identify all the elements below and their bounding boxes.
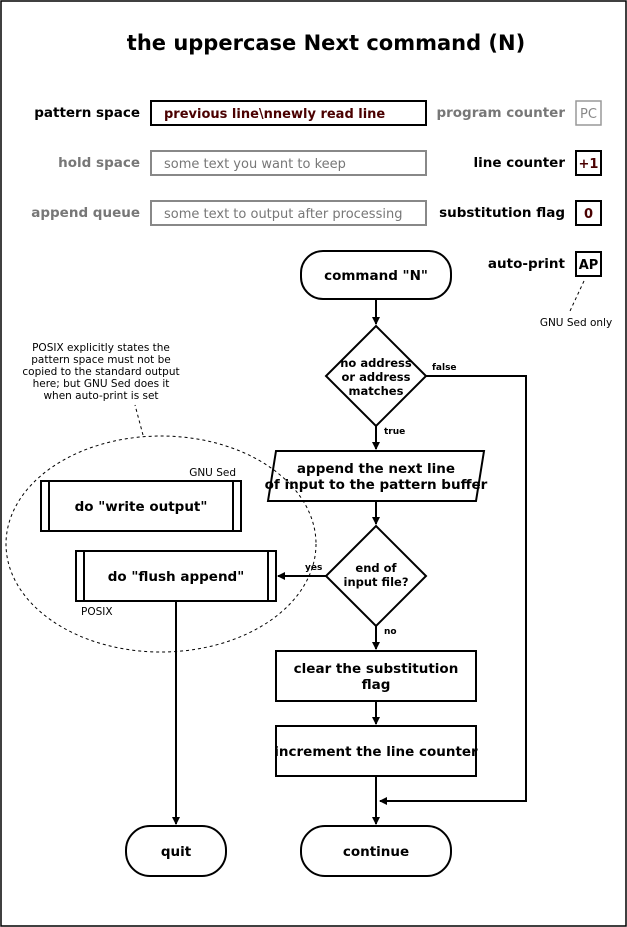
edge-false-to-continue	[379, 375, 527, 805]
posix-note-leader	[134, 404, 144, 436]
edge-yes-label: yes	[305, 563, 322, 573]
append-queue-value: some text to output after processing	[164, 207, 402, 222]
append-line-step-line-2: of input to the pattern buffer	[265, 477, 488, 493]
hold-space-field	[150, 150, 427, 176]
pattern-space-field	[150, 100, 427, 126]
write-output-subroutine	[40, 480, 242, 532]
auto-print-value: AP	[579, 258, 599, 273]
edge-no-label: no	[384, 627, 397, 637]
address-decision-line-2: or address	[342, 370, 411, 384]
program-counter-value: PC	[580, 107, 597, 122]
auto-print-label: auto-print	[488, 256, 566, 272]
clear-flag-step-line-2: flag	[362, 677, 391, 693]
eof-decision-line-1: end of	[355, 561, 397, 575]
clear-flag-step-line-1: clear the substitution	[294, 661, 459, 677]
line-counter-box	[575, 150, 602, 176]
append-line-step	[266, 450, 486, 502]
hold-space-value: some text you want to keep	[164, 157, 346, 172]
flush-append-label: do "flush append"	[108, 569, 245, 585]
posix-note-line-1: POSIX explicitly states the	[32, 342, 170, 354]
pattern-space-value: previous line\nnewly read line	[164, 107, 385, 122]
address-decision-line-3: matches	[349, 384, 404, 398]
append-queue-label: append queue	[31, 205, 140, 221]
posix-note-line-5: when auto-print is set	[43, 390, 158, 402]
append-line-step-line-1: append the next line	[297, 461, 455, 477]
increment-step-label: increment the line counter	[274, 744, 478, 760]
gnu-sed-group-label: GNU Sed	[189, 467, 236, 479]
posix-note-line-3: copied to the standard output	[22, 366, 179, 378]
quit-terminal	[125, 825, 227, 877]
gnu-posix-dashed-group	[5, 435, 317, 653]
quit-terminal-label: quit	[161, 844, 192, 860]
edge-true-label: true	[384, 427, 405, 437]
eof-decision-line-2: input file?	[344, 575, 409, 589]
start-terminal-label: command "N"	[324, 268, 428, 284]
substitution-flag-label: substitution flag	[439, 205, 565, 221]
substitution-flag-value: 0	[584, 207, 593, 222]
hold-space-label: hold space	[58, 155, 140, 171]
program-counter-box	[575, 100, 602, 126]
continue-terminal-label: continue	[343, 844, 409, 860]
program-counter-label: program counter	[436, 105, 565, 121]
substitution-flag-box	[575, 200, 602, 226]
posix-note-line-4: here; but GNU Sed does it	[33, 378, 170, 390]
edge-false-label: false	[432, 363, 457, 373]
auto-print-note: GNU Sed only	[540, 317, 612, 329]
continue-terminal	[300, 825, 452, 877]
pattern-space-label: pattern space	[34, 105, 140, 121]
line-counter-value: +1	[579, 157, 599, 172]
append-queue-field	[150, 200, 427, 226]
flush-append-subroutine	[75, 550, 277, 602]
address-decision-line-1: no address	[340, 356, 412, 370]
line-counter-label: line counter	[474, 155, 566, 171]
posix-note-line-2: pattern space must not be	[31, 354, 171, 366]
auto-print-box	[575, 251, 602, 277]
increment-step	[275, 725, 477, 777]
posix-group-label: POSIX	[81, 606, 113, 618]
diagram-title: the uppercase Next command (N)	[127, 31, 525, 55]
write-output-label: do "write output"	[75, 499, 208, 515]
